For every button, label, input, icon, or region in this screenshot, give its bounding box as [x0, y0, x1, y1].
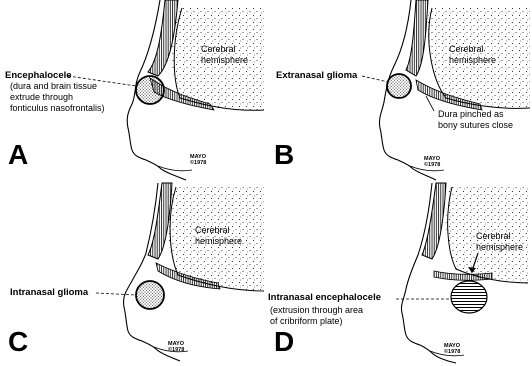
detail-line: (extrusion through area: [270, 305, 363, 316]
panel-letter: B: [274, 141, 294, 169]
mayo-credit: MAYO ©1978: [190, 154, 206, 166]
intranasal-encephalocele: [451, 281, 487, 313]
brain-label: Cerebral hemisphere: [201, 44, 248, 66]
brain-label: Cerebral hemisphere: [476, 231, 523, 253]
brain-label-line: Cerebral: [195, 225, 242, 236]
detail-line: (dura and brain tissue: [10, 81, 105, 92]
detail-label: (extrusion through area of cribriform pl…: [270, 305, 363, 327]
panel-letter: C: [8, 328, 28, 356]
panel-letter: A: [8, 141, 28, 169]
primary-label: Intranasal glioma: [10, 287, 88, 298]
frontal-bone: [148, 183, 172, 259]
detail-line: extrude through: [10, 92, 105, 103]
detail-line: bony sutures close: [438, 120, 513, 131]
label-leader: [96, 293, 136, 295]
label-leader: [362, 76, 388, 82]
panel-c-illustration: [0, 183, 266, 366]
panel-a: Cerebral hemisphere Encephalocele (dura …: [0, 0, 266, 183]
brain-label-line: hemisphere: [195, 236, 242, 247]
brain-label-line: Cerebral: [476, 231, 523, 242]
detail-leader: [426, 96, 434, 111]
primary-label: Intranasal encephalocele: [268, 292, 381, 303]
mayo-credit: MAYO ©1978: [168, 341, 184, 353]
detail-label: Dura pinched as bony sutures close: [438, 109, 513, 131]
panel-letter: D: [274, 328, 294, 356]
encephalocele-sac: [136, 76, 164, 104]
credit-line: ©1978: [424, 162, 440, 168]
brain-label: Cerebral hemisphere: [449, 44, 496, 66]
brain-label-line: Cerebral: [449, 44, 496, 55]
intranasal-glioma: [136, 281, 164, 309]
brain-label-line: hemisphere: [476, 242, 523, 253]
panel-d: Cerebral hemisphere Intranasal encephalo…: [266, 183, 532, 366]
panel-b: Cerebral hemisphere Extranasal glioma Du…: [266, 0, 532, 183]
brain-label-line: hemisphere: [201, 55, 248, 66]
panel-c: Cerebral hemisphere Intranasal glioma MA…: [0, 183, 266, 366]
credit-line: ©1978: [444, 349, 460, 355]
mayo-credit: MAYO ©1978: [444, 343, 460, 355]
brain-label: Cerebral hemisphere: [195, 225, 242, 247]
detail-label: (dura and brain tissue extrude through f…: [10, 81, 105, 114]
detail-line: Dura pinched as: [438, 109, 513, 120]
panel-d-illustration: [266, 183, 532, 366]
panel-b-illustration: [266, 0, 532, 183]
detail-line: fonticulus nasofrontalis): [10, 103, 105, 114]
frontal-bone: [422, 183, 446, 259]
brain-label-line: Cerebral: [201, 44, 248, 55]
primary-label: Encephalocele: [5, 70, 72, 81]
primary-label: Extranasal glioma: [276, 70, 357, 81]
mayo-credit: MAYO ©1978: [424, 156, 440, 168]
credit-line: ©1978: [190, 160, 206, 166]
brain-label-line: hemisphere: [449, 55, 496, 66]
credit-line: ©1978: [168, 347, 184, 353]
extranasal-glioma: [387, 74, 411, 98]
